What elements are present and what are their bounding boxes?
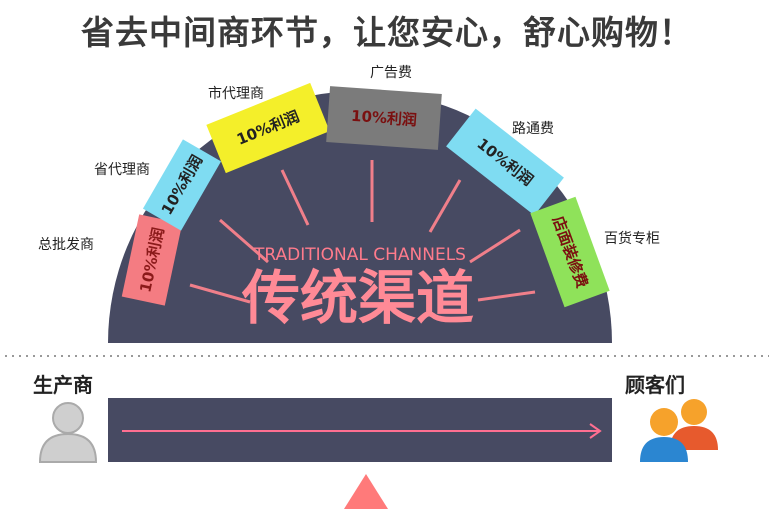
label-city-agent: 市代理商 (208, 85, 264, 102)
flow-arrow (122, 423, 602, 439)
label-advertising: 广告费 (370, 65, 412, 81)
segment-advertising: 10%利润 (326, 86, 442, 150)
customer-label: 顾客们 (625, 373, 685, 397)
segment-wholesaler: 10%利润 (121, 214, 183, 306)
label-wholesaler: 总批发商 (38, 237, 94, 253)
person-icon (38, 402, 98, 463)
label-road-fee: 路通费 (512, 121, 554, 137)
segment-city-agent: 10%利润 (206, 82, 330, 174)
label-department-counter: 百货专柜 (604, 230, 660, 247)
page-headline: 省去中间商环节，让您安心，舒心购物！ (81, 13, 693, 52)
people-icon (640, 399, 718, 462)
producer-label: 生产商 (33, 373, 93, 397)
rays (189, 160, 536, 304)
segment-text: 10%利润 (350, 107, 417, 130)
bottom-triangle (344, 474, 388, 509)
segment-decoration-fee: 店面装修费 (530, 196, 610, 308)
center-english: TRADITIONAL CHANNELS (253, 245, 466, 265)
label-province-agent: 省代理商 (94, 162, 150, 178)
center-chinese: 传统渠道 (241, 264, 474, 332)
